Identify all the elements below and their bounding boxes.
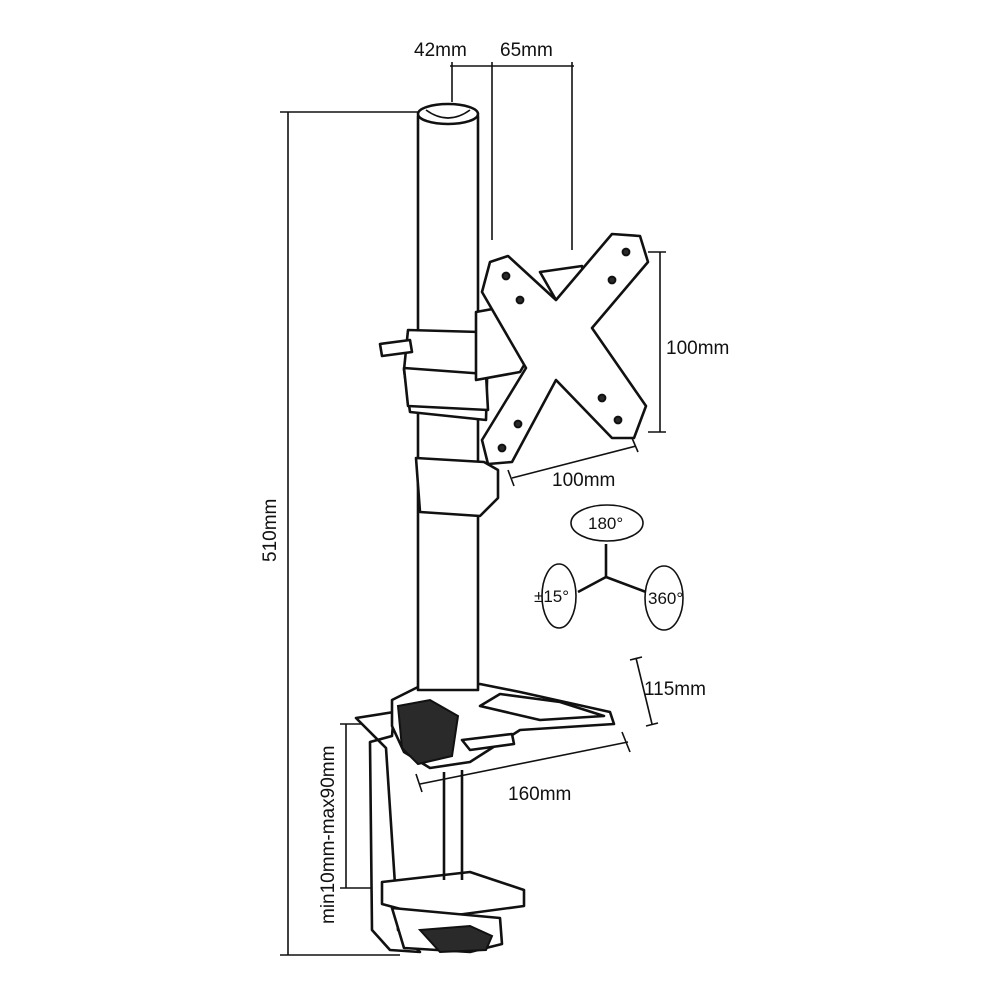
base-width-label: 160mm — [508, 784, 571, 805]
desk-clamp — [354, 710, 526, 954]
vesa-plate — [480, 232, 650, 466]
desk-base — [390, 682, 616, 770]
plate-offset-label: 65mm — [500, 40, 553, 61]
dimension-lines — [280, 62, 666, 956]
total-height-label: 510mm — [260, 499, 281, 562]
clamp-range-label: min10mm-max90mm — [318, 746, 339, 924]
rotation-right-label: 360° — [648, 589, 683, 608]
pole-diameter-label: 42mm — [414, 40, 467, 61]
vesa-horizontal-label: 100mm — [552, 470, 615, 491]
base-depth-label: 115mm — [644, 679, 706, 700]
rotation-left-label: ±15° — [534, 587, 569, 606]
vesa-vertical-label: 100mm — [666, 338, 729, 359]
rotation-symbol — [541, 504, 684, 631]
rotation-top-label: 180° — [588, 514, 623, 533]
